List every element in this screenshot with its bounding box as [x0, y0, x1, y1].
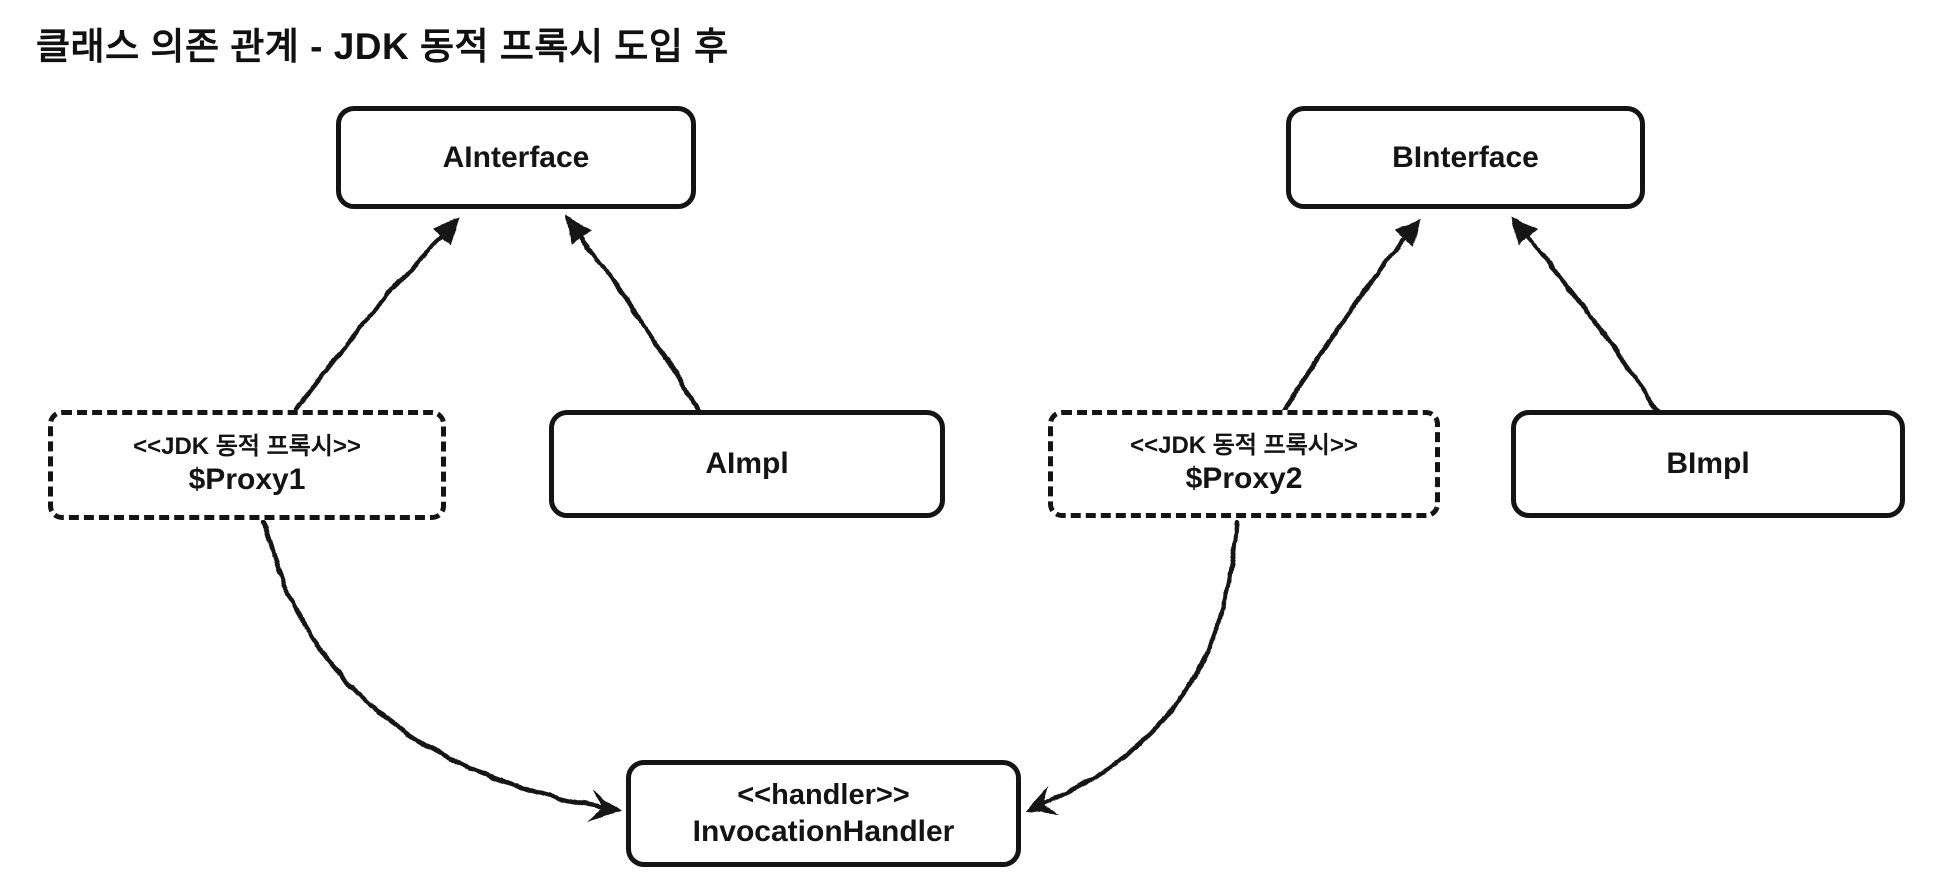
- node-proxy2-stereotype: <<JDK 동적 프록시>>: [1130, 432, 1358, 459]
- diagram-title: 클래스 의존 관계 - JDK 동적 프록시 도입 후: [36, 26, 729, 67]
- edge-proxy2-to-binterface: [1281, 218, 1421, 414]
- node-binterface: BInterface: [1286, 106, 1645, 209]
- node-proxy1-stereotype: <<JDK 동적 프록시>>: [133, 433, 361, 460]
- edge-proxy2-to-invocationhandler: [1025, 518, 1240, 815]
- node-invocationhandler: <<handler>> InvocationHandler: [626, 760, 1021, 867]
- node-bimpl-label: BImpl: [1666, 447, 1750, 480]
- node-invocationhandler-stereotype: <<handler>>: [737, 779, 910, 812]
- edge-proxy1-to-ainterface: [294, 217, 460, 412]
- node-proxy1: <<JDK 동적 프록시>> $Proxy1: [48, 410, 446, 520]
- node-aimpl: AImpl: [549, 410, 945, 518]
- node-proxy1-label: $Proxy1: [188, 463, 306, 496]
- node-proxy2-label: $Proxy2: [1185, 462, 1303, 495]
- edge-proxy1-to-invocationhandler: [261, 518, 622, 821]
- node-bimpl: BImpl: [1511, 410, 1905, 518]
- node-invocationhandler-label: InvocationHandler: [692, 814, 955, 848]
- edge-aimpl-to-ainterface: [564, 215, 703, 416]
- node-ainterface: AInterface: [336, 106, 696, 209]
- node-aimpl-label: AImpl: [705, 447, 789, 480]
- node-binterface-label: BInterface: [1392, 140, 1539, 174]
- edge-bimpl-to-binterface: [1510, 216, 1662, 416]
- node-proxy2: <<JDK 동적 프록시>> $Proxy2: [1048, 410, 1440, 518]
- node-ainterface-label: AInterface: [442, 140, 590, 174]
